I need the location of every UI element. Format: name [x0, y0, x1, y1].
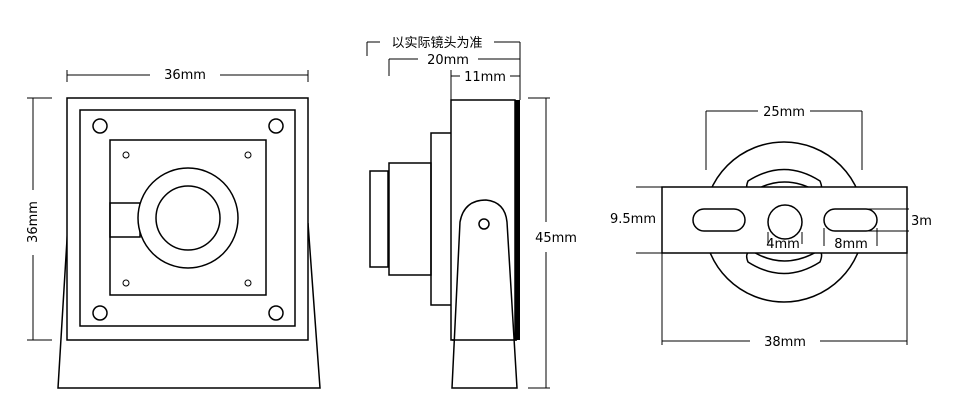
front-screw-bottom-right — [268, 305, 284, 321]
mount-center-hole — [767, 204, 803, 240]
mount-left-slot — [692, 208, 746, 232]
front-board-hole-br — [244, 279, 252, 287]
side-lens-length-label: 20mm — [427, 53, 469, 68]
front-board-hole-tr — [244, 151, 252, 159]
side-depth-label: 11mm — [464, 70, 506, 85]
front-width-label: 36mm — [164, 68, 206, 83]
side-stand-pivot — [478, 218, 490, 230]
front-screw-top-right — [268, 118, 284, 134]
side-lens-barrel — [388, 162, 432, 276]
front-stand — [57, 222, 321, 389]
front-board-hole-bl — [122, 279, 130, 287]
mount-bar-height-label: 9.5mm — [610, 212, 656, 227]
mount-top-width-label: 25mm — [763, 105, 805, 120]
mount-bar — [661, 186, 908, 254]
front-height-label: 36mm — [26, 201, 41, 243]
side-stand-arm — [451, 199, 518, 389]
front-view: 36mm 36mm — [26, 68, 321, 389]
mount-hole-label: 4mm — [766, 237, 800, 252]
mount-view: 25mm 38mm 9.5mm 3m 4mm 8mm — [610, 105, 932, 350]
side-note-label: 以实际镜头为准 — [391, 36, 482, 51]
mount-bottom-width-label: 38mm — [764, 335, 806, 350]
front-screw-top-left — [92, 118, 108, 134]
side-view: 以实际镜头为准 20mm 11mm 45mm — [366, 36, 577, 389]
front-lens-outer — [137, 167, 239, 269]
front-screw-bottom-left — [92, 305, 108, 321]
side-back-plate — [515, 100, 520, 340]
side-lens-tip — [369, 170, 389, 268]
side-height-label: 45mm — [535, 231, 577, 246]
mount-slot-length-label: 8mm — [834, 237, 868, 252]
mount-slot-height-label: 3m — [911, 214, 932, 229]
mount-right-slot — [823, 208, 878, 232]
front-inner-frame — [79, 109, 296, 327]
front-lens-inner — [155, 185, 221, 251]
side-lens-mount — [430, 132, 454, 306]
front-board-hole-tl — [122, 151, 130, 159]
